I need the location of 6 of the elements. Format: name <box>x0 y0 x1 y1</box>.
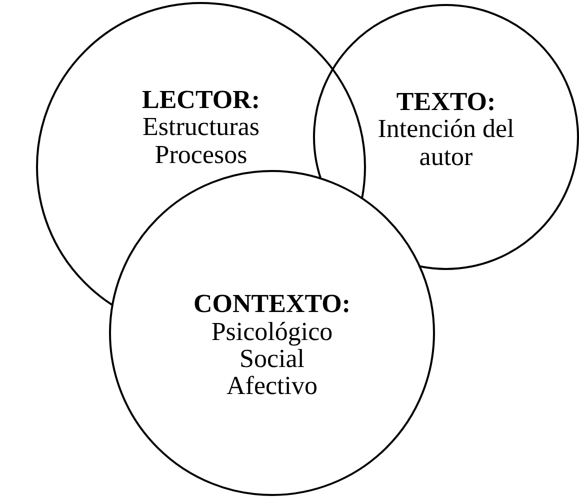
circle-text: Psicológico Social Afectivo <box>210 318 334 400</box>
circle-text: Estructuras Procesos <box>142 113 260 168</box>
circle-heading: TEXTO: <box>396 88 496 116</box>
circle-heading: LECTOR: <box>142 86 260 114</box>
circle-heading: CONTEXTO: <box>194 290 350 318</box>
circle-text: Intención del autor <box>376 115 516 170</box>
